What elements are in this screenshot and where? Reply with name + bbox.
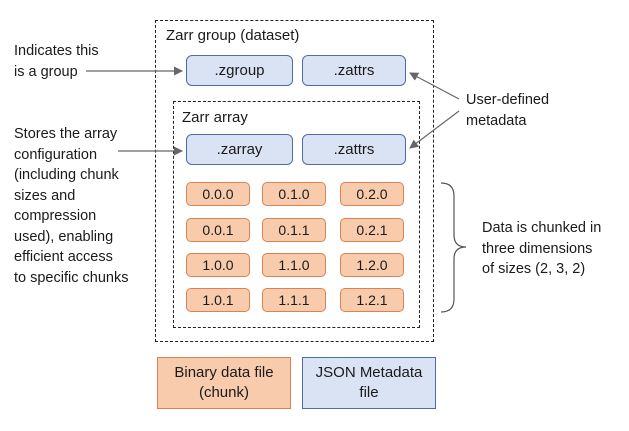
chunk-cell: 1.2.0 — [340, 253, 404, 277]
chunk-cell: 0.2.1 — [340, 218, 404, 242]
zarr-group-container — [155, 20, 434, 342]
chunk-cell: 0.0.1 — [186, 218, 250, 242]
chunk-cell: 0.0.0 — [186, 182, 250, 206]
user-metadata-arrow-bottom — [409, 110, 460, 149]
zarray-file: .zarray — [186, 134, 293, 165]
chunk-cell: 1.1.1 — [262, 288, 326, 312]
chunk-cell: 1.2.1 — [340, 288, 404, 312]
chunk-cell: 0.1.0 — [262, 182, 326, 206]
group-annotation: Indicates this is a group — [14, 43, 99, 80]
zarr-array-title: Zarr array — [182, 109, 248, 126]
chunk-cell: 1.0.1 — [186, 288, 250, 312]
chunk-cell: 1.0.0 — [186, 253, 250, 277]
zarr-array-container — [173, 101, 420, 328]
zgroup-file: .zgroup — [186, 55, 293, 86]
array-zattrs-file: .zattrs — [302, 134, 406, 165]
group-zattrs-file: .zattrs — [302, 55, 406, 86]
user-metadata-annotation: User-defined metadata — [466, 92, 550, 129]
legend-binary-file: Binary data file (chunk) — [157, 357, 291, 409]
array-annotation: Stores the array configuration (includin… — [14, 126, 129, 286]
chunk-cell: 0.2.0 — [340, 182, 404, 206]
user-metadata-arrow-top — [409, 72, 460, 100]
chunk-brace — [440, 182, 467, 313]
legend-json-metadata: JSON Metadata file — [302, 357, 436, 409]
chunk-cell: 0.1.1 — [262, 218, 326, 242]
zarr-group-title: Zarr group (dataset) — [166, 27, 300, 44]
chunking-annotation: Data is chunked in three dimensions of s… — [482, 220, 602, 277]
chunk-cell: 1.1.0 — [262, 253, 326, 277]
